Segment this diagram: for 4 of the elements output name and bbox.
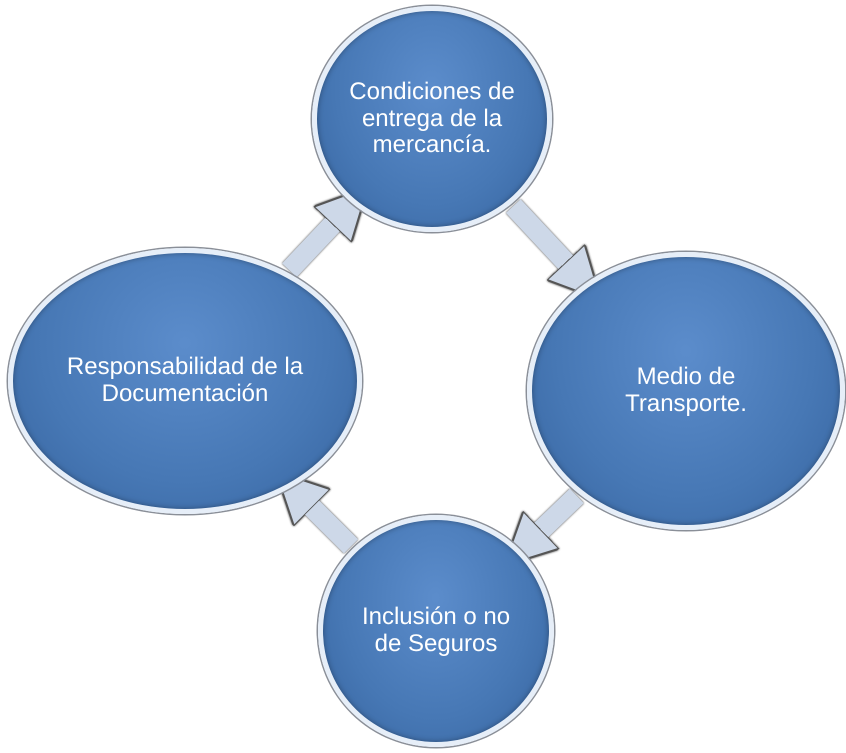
node-label: Medio de Transporte. [624,364,748,418]
node-label: Condiciones de entrega de la mercancía. [348,78,516,160]
node-label: Responsabilidad de la Documentación [66,354,304,408]
node-label: Inclusión o no de Seguros [360,604,512,658]
